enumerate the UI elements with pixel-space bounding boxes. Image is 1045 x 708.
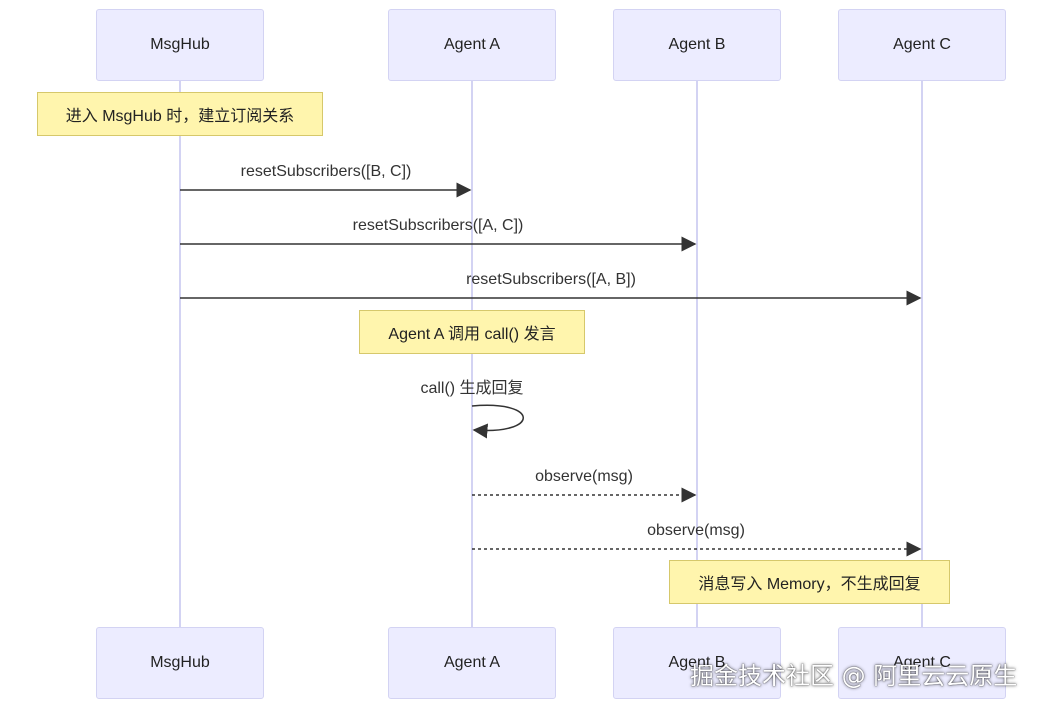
note-memory: 消息写入 Memory，不生成回复 bbox=[669, 560, 950, 604]
actor-agent-a-bottom: Agent A bbox=[388, 627, 556, 699]
actor-label: Agent A bbox=[443, 36, 501, 53]
message-label: observe(msg) bbox=[535, 468, 633, 485]
self-call-arrow bbox=[471, 404, 524, 439]
actor-label: Agent A bbox=[443, 654, 501, 671]
actor-label: Agent B bbox=[668, 36, 726, 53]
actor-label: Agent B bbox=[668, 654, 726, 671]
actor-msghub-top: MsgHub bbox=[96, 9, 264, 81]
actor-agent-c-top: Agent C bbox=[838, 9, 1006, 81]
actor-agent-b-top: Agent B bbox=[613, 9, 781, 81]
actor-agent-b-bottom: Agent B bbox=[613, 627, 781, 699]
note-call: Agent A 调用 call() 发言 bbox=[359, 310, 585, 354]
actor-label: Agent C bbox=[893, 654, 951, 671]
message-label: resetSubscribers([B, C]) bbox=[241, 163, 412, 180]
message-label: resetSubscribers([A, C]) bbox=[353, 217, 524, 234]
actor-label: Agent C bbox=[893, 36, 951, 53]
note-subscribe: 进入 MsgHub 时，建立订阅关系 bbox=[37, 92, 323, 136]
message-label: call() 生成回复 bbox=[420, 379, 523, 397]
actor-label: MsgHub bbox=[150, 36, 210, 53]
message-label: observe(msg) bbox=[647, 522, 745, 539]
actor-label: MsgHub bbox=[150, 654, 210, 671]
message-label: resetSubscribers([A, B]) bbox=[466, 271, 636, 288]
watermark: 掘金技术社区 @ 阿里云云原生 bbox=[690, 662, 1018, 690]
actor-agent-c-bottom: Agent C bbox=[838, 627, 1006, 699]
actor-msghub-bottom: MsgHub bbox=[96, 627, 264, 699]
actor-agent-a-top: Agent A bbox=[388, 9, 556, 81]
